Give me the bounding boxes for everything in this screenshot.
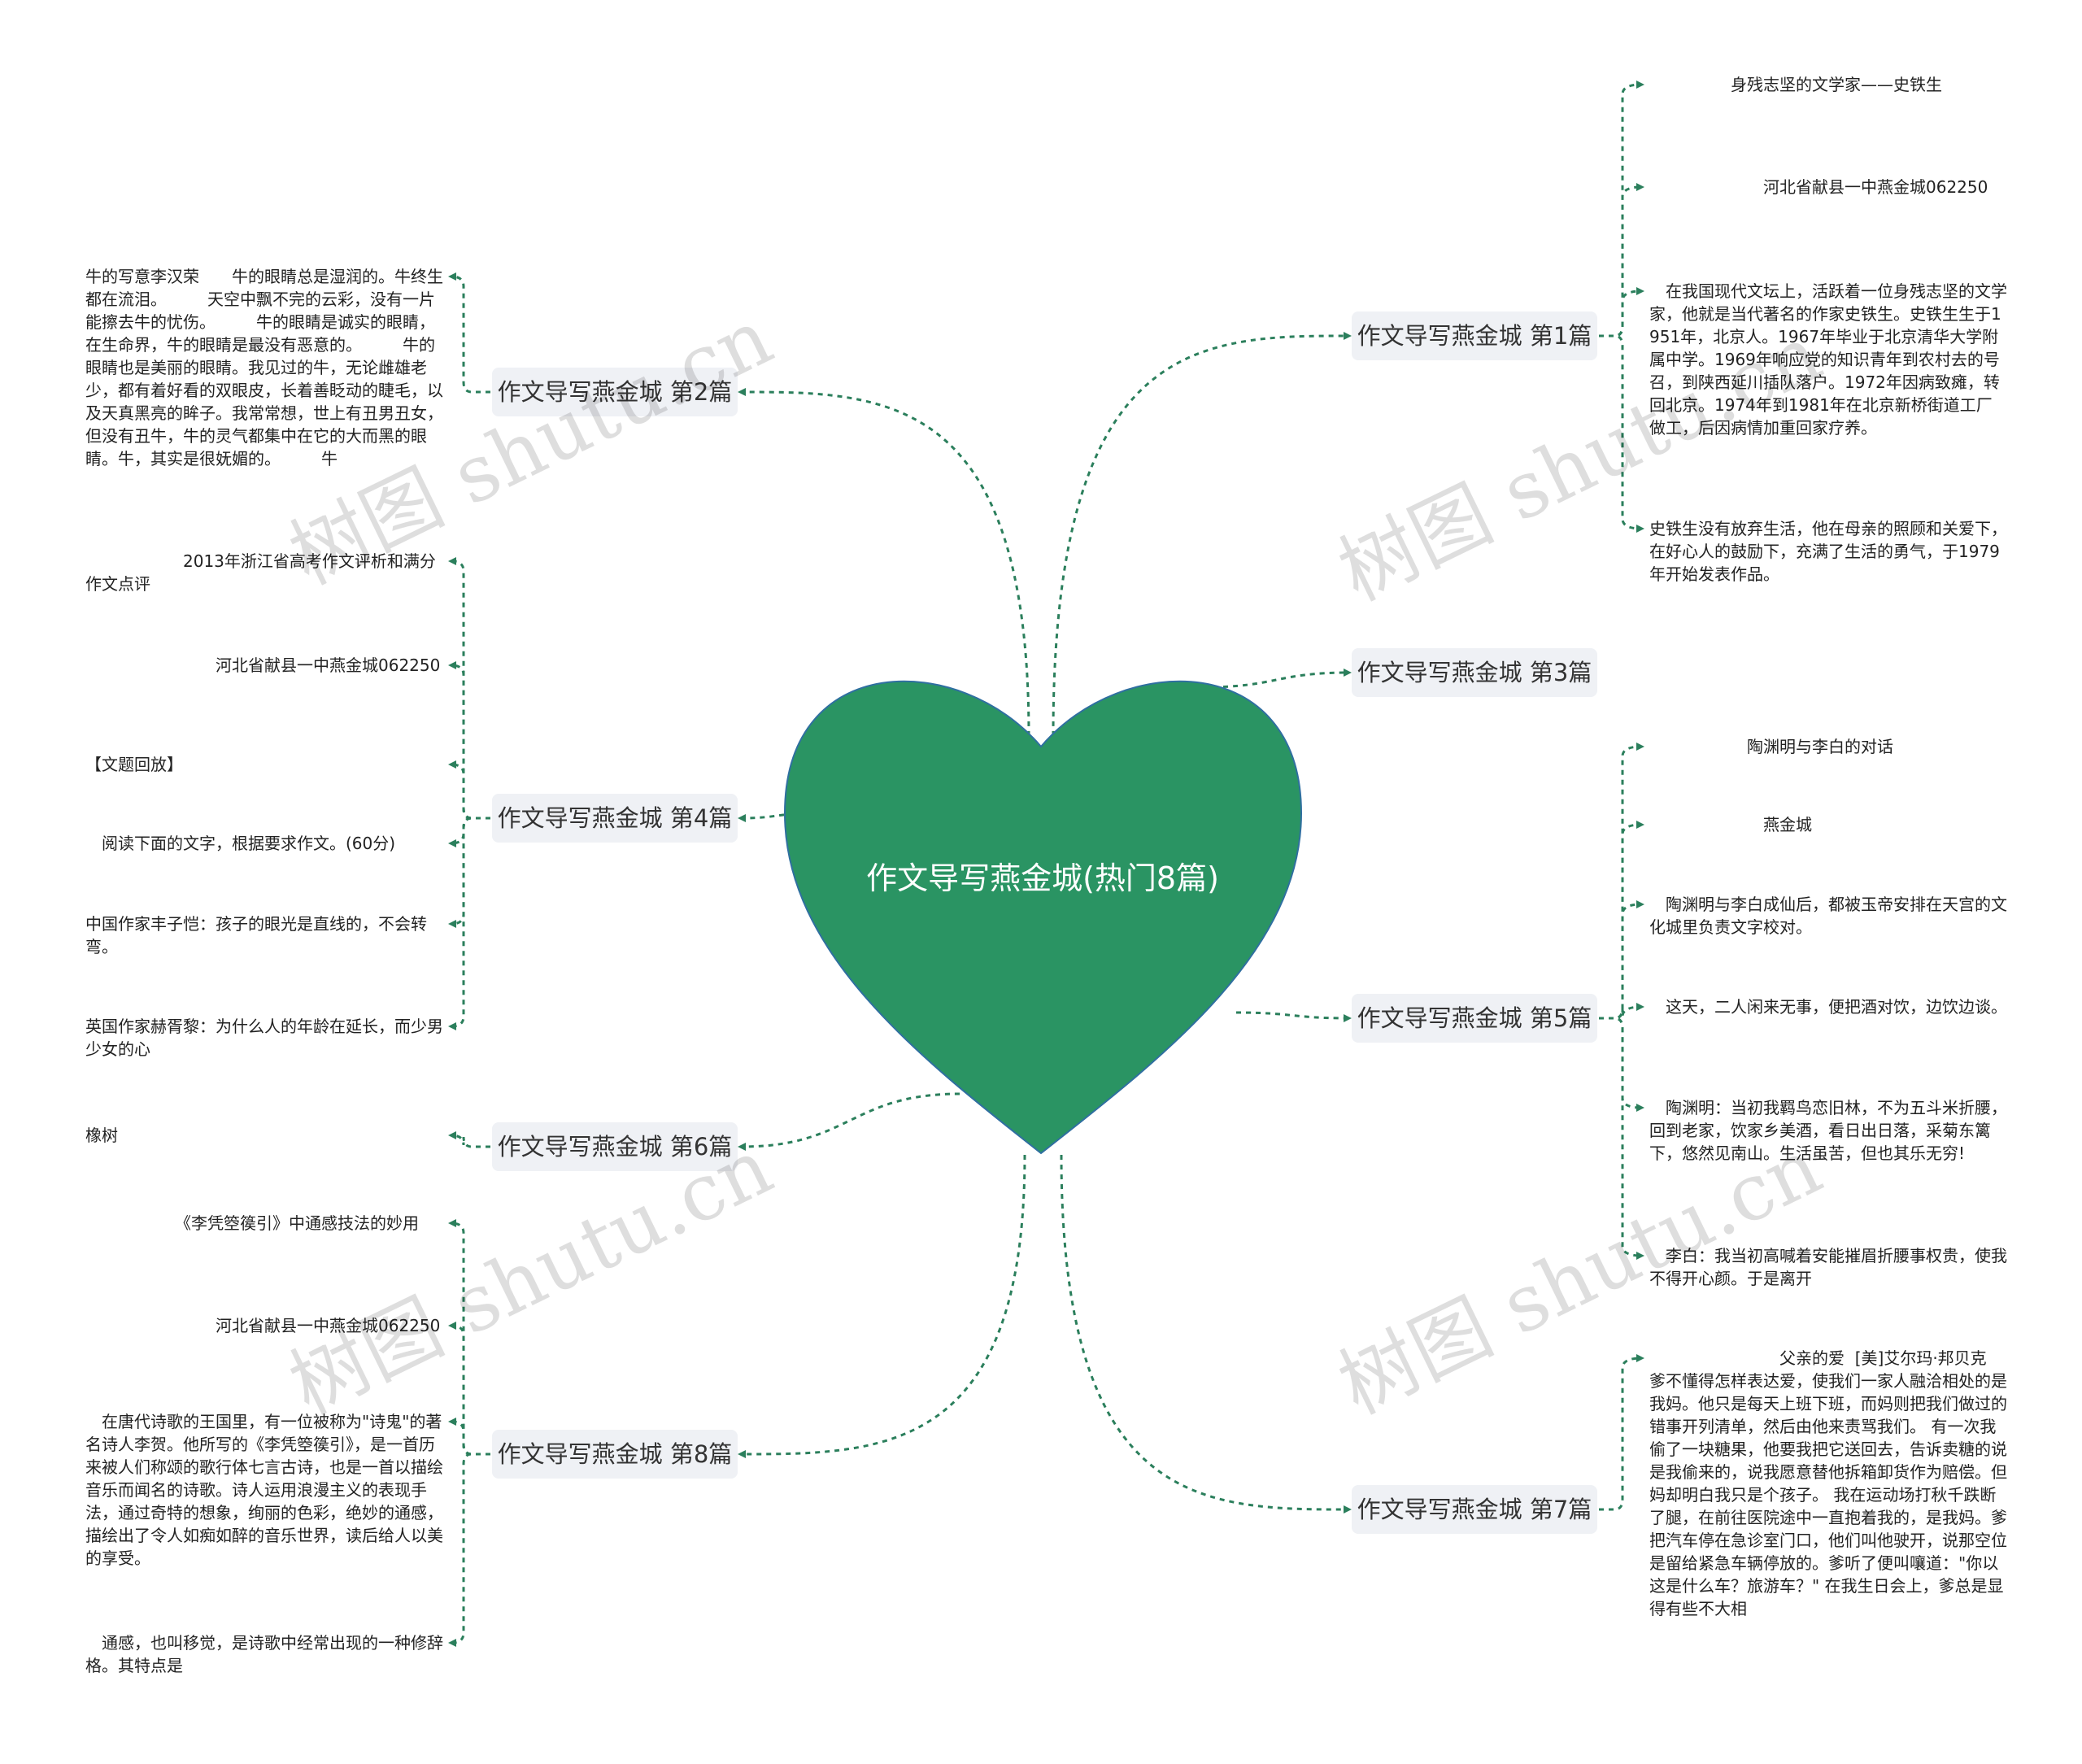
- leaf-text: 这天，二人闲来无事，便把酒对饮，边饮边谈。: [1649, 997, 2007, 1017]
- connector-layer: [448, 81, 1644, 1647]
- branch-label: 作文导写燕金城 第1篇: [1357, 322, 1592, 350]
- branch-label: 作文导写燕金城 第2篇: [498, 378, 733, 406]
- connector-branch-4-leaf-3: [448, 760, 490, 820]
- connector-branch-6-leaf-1: [448, 1131, 490, 1148]
- leaf-text: 河北省献县一中燕金城062250: [85, 656, 441, 675]
- connector-branch-5-leaf-6: [1599, 1017, 1644, 1260]
- connector-branch-4-leaf-4: [448, 817, 490, 847]
- connector-center-to-branch-8: [738, 1154, 1026, 1458]
- connector-branch-8-leaf-1: [448, 1219, 490, 1456]
- leaf-text: 河北省献县一中燕金城062250: [1649, 177, 1988, 197]
- connector-branch-1-leaf-2: [1599, 183, 1644, 338]
- connector-branch-8-leaf-2: [448, 1322, 490, 1456]
- branch-label: 作文导写燕金城 第4篇: [498, 804, 733, 832]
- connector-branch-1-leaf-3: [1599, 287, 1644, 338]
- branch-node-5[interactable]: 作文导写燕金城 第5篇: [1352, 994, 1597, 1043]
- leaf-text: 【文题回放】: [85, 755, 183, 774]
- branch-box: [1352, 1485, 1597, 1534]
- connector-branch-8-leaf-4: [448, 1453, 490, 1647]
- leaf-text: 通感，也叫移觉，是诗歌中经常出现的一种修辞格。其特点是: [85, 1633, 443, 1675]
- branch-box: [1352, 994, 1597, 1043]
- branch-label: 作文导写燕金城 第7篇: [1357, 1496, 1592, 1523]
- leaf-text: 2013年浙江省高考作文评析和满分作文点评: [85, 551, 436, 594]
- connector-center-to-branch-2: [738, 388, 1030, 737]
- connector-branch-5-leaf-2: [1599, 821, 1644, 1020]
- leaf-text: 陶渊明与李白的对话: [1649, 737, 1893, 756]
- connector-center-to-branch-7: [1060, 1154, 1352, 1514]
- leaf-text: 在唐代诗歌的王国里，有一位被称为"诗鬼"的著名诗人李贺。他所写的《李凭箜篌引》，…: [85, 1412, 443, 1568]
- connector-center-to-branch-1: [1052, 332, 1352, 737]
- leaf-text: 身残志坚的文学家——史铁生: [1649, 75, 1942, 94]
- leaf-text: 英国作家赫胥黎：为什么人的年龄在延长，而少男少女的心: [85, 1017, 443, 1059]
- connector-branch-1-leaf-1: [1599, 81, 1644, 338]
- leaf-text: 史铁生没有放弃生活，他在母亲的照顾和关爱下，在好心人的鼓励下，充满了生活的勇气，…: [1649, 519, 2007, 584]
- leaf-text: 中国作家丰子恺：孩子的眼光是直线的，不会转弯。: [85, 914, 427, 956]
- connector-branch-5-leaf-1: [1599, 743, 1644, 1020]
- leaf-text: 燕金城: [1649, 815, 1812, 834]
- branch-label: 作文导写燕金城 第3篇: [1357, 659, 1592, 686]
- branch-node-4[interactable]: 作文导写燕金城 第4篇: [492, 794, 738, 843]
- branch-box: [492, 368, 738, 416]
- leaf-text: 李白：我当初高喊着安能摧眉折腰事权贵，使我不得开心颜。于是离开: [1649, 1246, 2007, 1288]
- connector-center-to-branch-6: [738, 1092, 960, 1151]
- branch-node-1[interactable]: 作文导写燕金城 第1篇: [1352, 311, 1597, 360]
- branch-label: 作文导写燕金城 第8篇: [498, 1440, 733, 1468]
- branch-box: [1352, 311, 1597, 360]
- connector-branch-8-leaf-3: [448, 1418, 490, 1456]
- connector-branch-4-leaf-6: [448, 817, 490, 1030]
- leaf-text: 橡树: [85, 1126, 118, 1145]
- leaf-text: 陶渊明：当初我羁鸟恋旧林，不为五斗米折腰，回到老家，饮家乡美酒，看日出日落，采菊…: [1649, 1098, 2007, 1163]
- branch-node-6[interactable]: 作文导写燕金城 第6篇: [492, 1122, 738, 1171]
- central-heart-node[interactable]: [783, 680, 1303, 1155]
- connector-branch-4-leaf-2: [448, 661, 490, 820]
- connector-center-to-branch-3: [1203, 669, 1352, 689]
- leaf-text: 阅读下面的文字，根据要求作文。(60分): [85, 834, 396, 853]
- branch-box: [492, 1122, 738, 1171]
- connector-branch-2-leaf-1: [448, 272, 490, 394]
- leaf-text: 父亲的爱 [美]艾尔玛·邦贝克 爹不懂得怎样表达爱，使我们一家人融洽相处的是我妈…: [1649, 1348, 2007, 1618]
- branch-node-2[interactable]: 作文导写燕金城 第2篇: [492, 368, 738, 416]
- branch-node-3[interactable]: 作文导写燕金城 第3篇: [1352, 648, 1597, 697]
- connector-center-to-branch-5: [1235, 1011, 1352, 1022]
- connector-branch-4-leaf-1: [448, 557, 490, 820]
- branch-node-7[interactable]: 作文导写燕金城 第7篇: [1352, 1485, 1597, 1534]
- branch-box: [1352, 648, 1597, 697]
- branch-label: 作文导写燕金城 第5篇: [1357, 1004, 1592, 1032]
- connector-branch-5-leaf-5: [1599, 1017, 1644, 1112]
- leaf-text: 河北省献县一中燕金城062250: [85, 1316, 441, 1335]
- leaf-text: 陶渊明与李白成仙后，都被玉帝安排在天宫的文化城里负责文字校对。: [1649, 895, 2007, 937]
- branch-label: 作文导写燕金城 第6篇: [498, 1133, 733, 1161]
- connector-branch-5-leaf-3: [1599, 900, 1644, 1020]
- connector-branch-7-leaf-1: [1599, 1354, 1644, 1511]
- leaf-text: 《李凭箜篌引》中通感技法的妙用: [85, 1213, 419, 1233]
- connector-branch-1-leaf-4: [1599, 334, 1644, 533]
- central-topic-label: 作文导写燕金城(热门8篇): [866, 860, 1219, 896]
- branch-node-8[interactable]: 作文导写燕金城 第8篇: [492, 1430, 738, 1479]
- connector-branch-4-leaf-5: [448, 817, 490, 928]
- branch-box: [492, 1430, 738, 1479]
- branch-box: [492, 794, 738, 843]
- leaf-text: 在我国现代文坛上，活跃着一位身残志坚的文学家，他就是当代著名的作家史铁生。史铁生…: [1649, 281, 2007, 438]
- leaf-text: 牛的写意李汉荣 牛的眼睛总是湿润的。牛终生都在流泪。 天空中飘不完的云彩，没有一…: [85, 267, 443, 468]
- connector-branch-5-leaf-4: [1599, 1003, 1644, 1020]
